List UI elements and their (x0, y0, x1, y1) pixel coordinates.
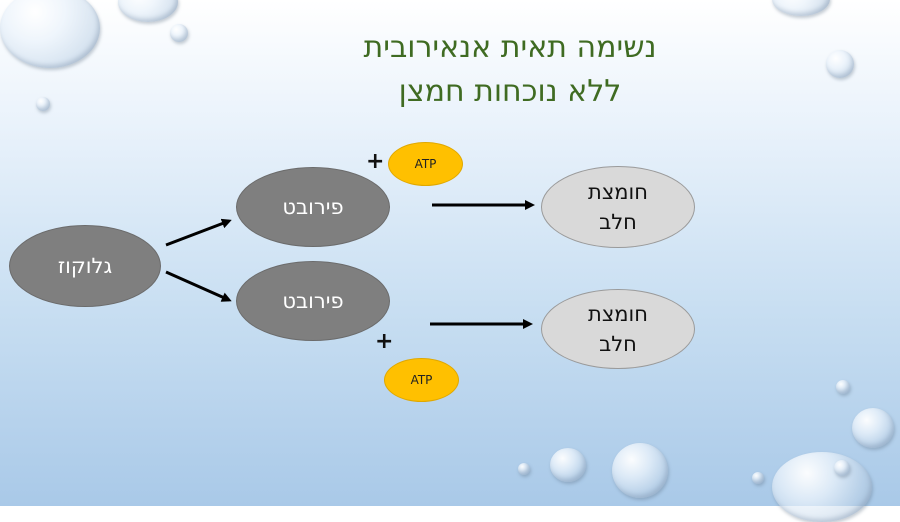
atp-label-top: ATP (414, 157, 437, 171)
water-drop (772, 0, 830, 16)
lactic-acid-node-top: חומצת חלב (541, 166, 695, 248)
lactic-top-line-2: חלב (599, 210, 637, 234)
lactic-acid-node-bottom: חומצת חלב (541, 289, 695, 369)
water-drop (170, 24, 188, 42)
glucose-label: גלוקוז (57, 254, 113, 278)
pyruvate-node-top: פירובט (236, 167, 390, 247)
water-drop (518, 463, 530, 475)
water-drop (852, 408, 894, 448)
atp-badge-top: ATP (388, 142, 463, 186)
arrow-glucose-to-pyruvate-bottom (165, 270, 232, 302)
arrow-glucose-to-pyruvate-top (165, 218, 232, 247)
water-drop (752, 472, 764, 484)
water-drop (834, 460, 850, 476)
atp-label-bottom: ATP (410, 373, 433, 387)
water-drop (826, 50, 854, 78)
lactic-top-line-1: חומצת (588, 180, 648, 204)
water-drop (836, 380, 850, 394)
plus-sign-top: + (366, 149, 385, 174)
atp-badge-bottom: ATP (384, 358, 459, 402)
plus-sign-bottom: + (375, 329, 394, 354)
title-line-1: נשימה תאית אנאירובית (363, 30, 657, 65)
pyruvate-label-top: פירובט (282, 195, 344, 219)
arrows-layer (165, 200, 535, 329)
title-line-2: ללא נוכחות חמצן (398, 74, 622, 109)
lactic-bottom-line-1: חומצת (588, 302, 648, 326)
slide-title: נשימה תאית אנאירובית ללא נוכחות חמצן (300, 26, 720, 114)
glucose-node: גלוקוז (9, 225, 161, 307)
water-drop (36, 97, 50, 111)
water-drop (0, 0, 100, 68)
lactic-bottom-line-2: חלב (599, 332, 637, 356)
water-drop (612, 443, 668, 498)
pyruvate-label-bottom: פירובט (282, 289, 344, 313)
pyruvate-node-bottom: פירובט (236, 261, 390, 341)
water-drop (118, 0, 178, 22)
water-drop (550, 448, 586, 482)
